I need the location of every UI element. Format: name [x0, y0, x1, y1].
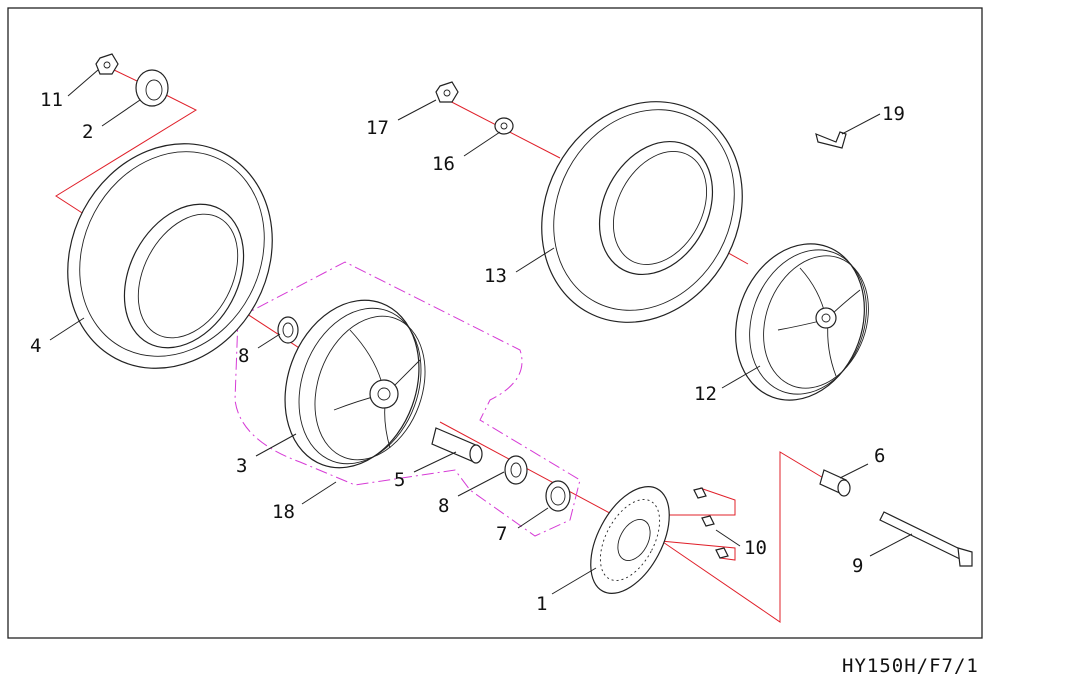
speedometer-gear-2 — [135, 69, 169, 107]
bearing-rear-8 — [504, 455, 528, 485]
bolts-10 — [693, 487, 729, 559]
callout-19: 19 — [882, 103, 905, 125]
rear-rim — [735, 243, 869, 401]
brake-disc — [590, 486, 670, 594]
callout-4: 4 — [30, 335, 41, 357]
collar-7 — [545, 480, 571, 512]
callout-10: 10 — [744, 537, 767, 559]
valve-19 — [815, 131, 847, 149]
callout-7: 7 — [496, 523, 507, 545]
bearing-front-8 — [277, 316, 299, 344]
callout-6: 6 — [874, 445, 885, 467]
callout-3: 3 — [236, 455, 247, 477]
callout-1: 1 — [536, 593, 547, 615]
callout-18: 18 — [272, 501, 295, 523]
leader-lines — [49, 69, 913, 595]
callout-12: 12 — [694, 383, 717, 405]
washer-16 — [494, 117, 514, 135]
drawing-frame — [7, 7, 983, 639]
axle-bolt-9 — [879, 511, 973, 567]
spacer-6 — [819, 469, 851, 497]
callout-5: 5 — [394, 469, 405, 491]
front-rim — [284, 299, 426, 469]
callout-2: 2 — [82, 121, 93, 143]
callout-9: 9 — [852, 555, 863, 577]
callout-16: 16 — [432, 153, 455, 175]
front-tire — [67, 143, 273, 369]
callout-8-front: 8 — [238, 345, 249, 367]
drawing-code: HY150H/F7/1 — [842, 655, 979, 677]
callout-11: 11 — [40, 89, 63, 111]
callout-8-rear: 8 — [438, 495, 449, 517]
nut-11 — [95, 53, 119, 75]
spacer-5 — [431, 427, 483, 464]
rear-tire — [541, 101, 743, 323]
nut-17 — [435, 81, 459, 103]
front-wheel-group-outline — [234, 261, 581, 537]
callout-13: 13 — [484, 265, 507, 287]
callout-17: 17 — [366, 117, 389, 139]
